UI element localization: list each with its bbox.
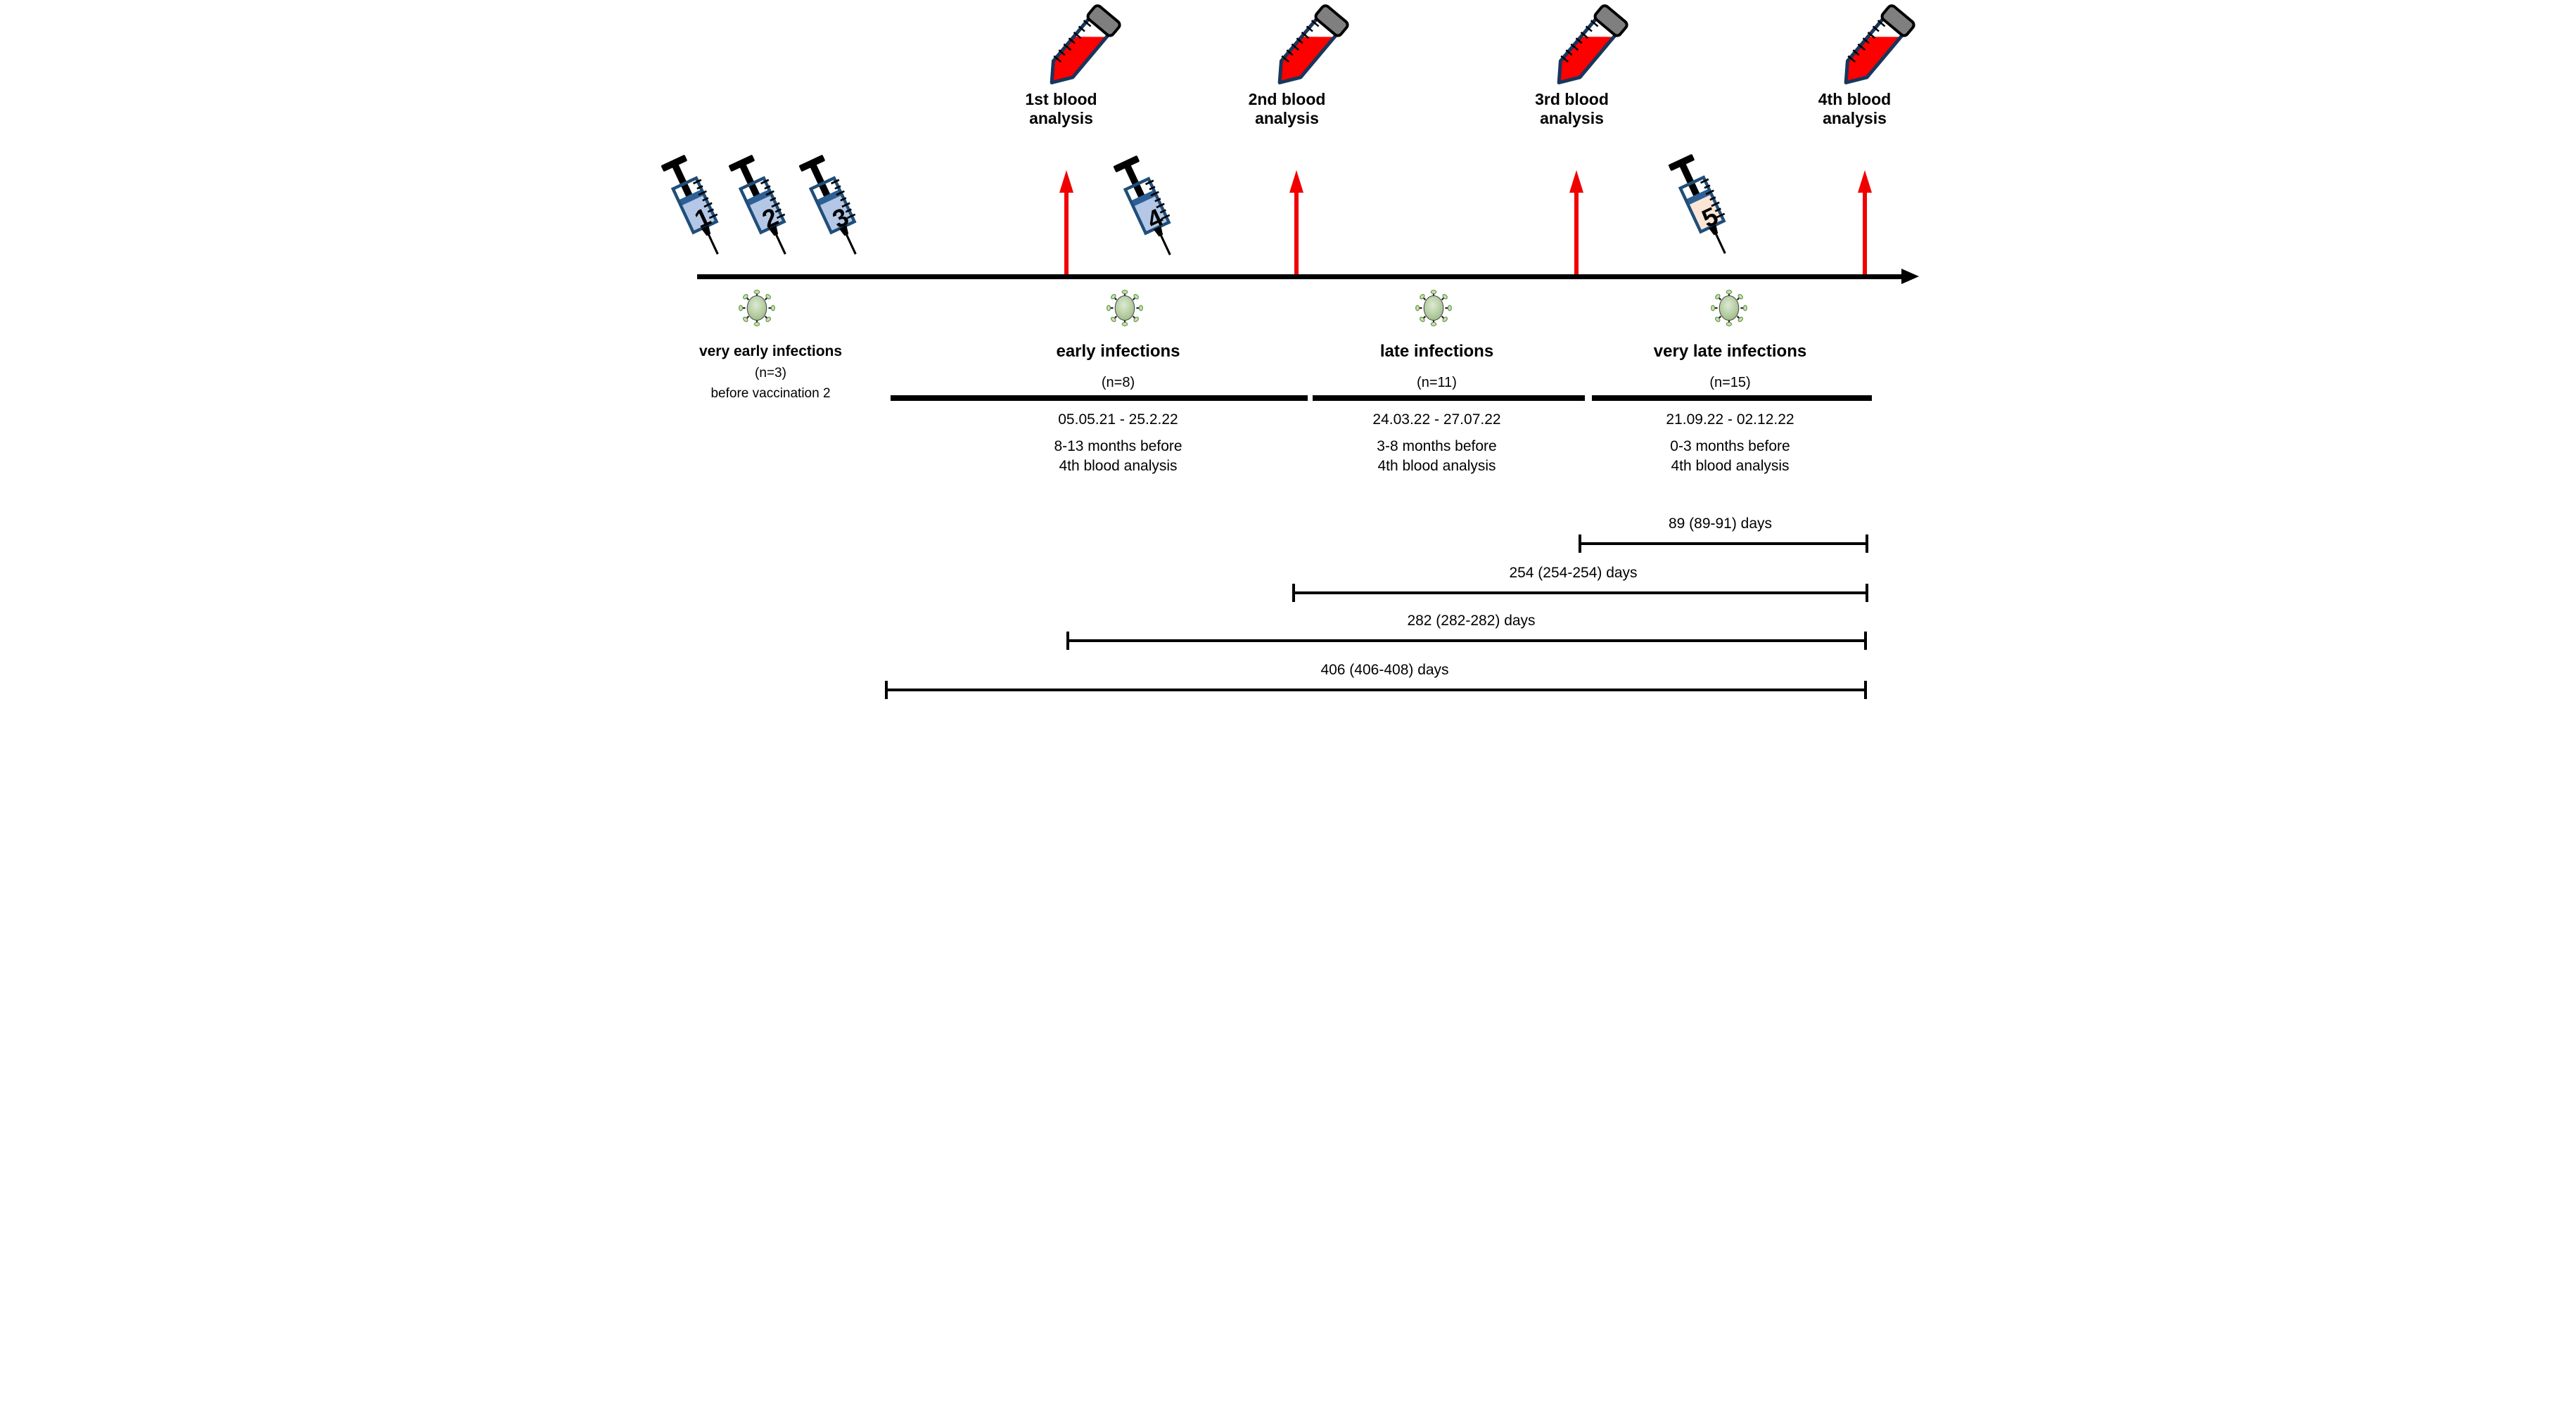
infection-group-name: early infections <box>1056 342 1180 361</box>
label-line: 4th blood <box>1818 90 1892 108</box>
infection-timing-line: 0-3 months before <box>1670 438 1790 454</box>
infection-group-note: before vaccination 2 <box>710 386 831 401</box>
label-line: 2nd blood <box>1248 90 1326 108</box>
blood-tube-icon <box>1265 4 1349 94</box>
blood-draw-arrow-icon <box>1288 170 1305 277</box>
duration-bar <box>884 681 1867 699</box>
infection-timing-line: 4th blood analysis <box>1377 458 1496 474</box>
label-line: 3rd blood <box>1535 90 1609 108</box>
label-line: analysis <box>1823 109 1887 127</box>
virus-icon <box>1105 289 1144 327</box>
blood-tube-icon <box>1832 4 1915 94</box>
duration-bar <box>1292 584 1868 602</box>
infection-group-n: (n=3) <box>755 366 786 380</box>
label-line: 1st blood <box>1025 90 1097 108</box>
syringe-icon: 5 <box>1665 149 1748 267</box>
duration-bar <box>1066 632 1867 650</box>
infection-group-name: very late infections <box>1653 342 1807 361</box>
duration-label: 282 (282-282) days <box>1407 613 1536 629</box>
blood-analysis-label: 4th blood analysis <box>1749 90 1932 128</box>
blood-draw-arrow-icon <box>1058 170 1075 277</box>
blood-analysis-label: 3rd blood analysis <box>1467 90 1678 128</box>
infection-timing-line: 4th blood analysis <box>1671 458 1790 474</box>
infection-timing-line: 4th blood analysis <box>1059 458 1178 474</box>
infection-group-n: (n=11) <box>1417 375 1457 390</box>
infection-group-n: (n=15) <box>1709 375 1751 390</box>
infection-group-name: late infections <box>1379 342 1494 361</box>
blood-analysis-label: 1st blood analysis <box>956 90 1167 128</box>
infection-timing-line: 8-13 months before <box>1054 438 1182 454</box>
infection-date-range: 05.05.21 - 25.2.22 <box>1058 411 1178 428</box>
blood-draw-arrow-icon <box>1568 170 1585 277</box>
label-line: analysis <box>1540 109 1604 127</box>
group-range-bar <box>1591 395 1872 401</box>
virus-icon <box>737 289 776 327</box>
syringe-icon: 3 <box>796 150 879 267</box>
blood-analysis-label: 2nd blood analysis <box>1182 90 1393 128</box>
virus-icon <box>1709 289 1748 327</box>
syringe-icon: 1 <box>658 150 741 267</box>
duration-label: 89 (89-91) days <box>1668 516 1773 532</box>
duration-label: 406 (406-408) days <box>1320 662 1449 678</box>
infection-timing-line: 3-8 months before <box>1377 438 1497 454</box>
infection-group-n: (n=8) <box>1101 375 1135 390</box>
blood-draw-arrow-icon <box>1856 170 1873 277</box>
infection-date-range: 24.03.22 - 27.07.22 <box>1372 411 1501 428</box>
syringe-icon: 4 <box>1110 151 1193 268</box>
label-line: analysis <box>1255 109 1319 127</box>
blood-tube-icon <box>1545 4 1628 94</box>
group-range-bar <box>1312 395 1585 401</box>
label-line: analysis <box>1029 109 1093 127</box>
timeline-axis <box>696 274 1903 279</box>
infection-date-range: 21.09.22 - 02.12.22 <box>1666 411 1794 428</box>
vaccination-infection-timeline-figure: 1st blood analysis 2nd blood analysis 3r… <box>644 0 1932 708</box>
syringe-icon: 2 <box>725 150 808 267</box>
infection-group-name: very early infections <box>699 343 843 359</box>
blood-tube-icon <box>1038 4 1121 94</box>
duration-bar <box>1578 534 1868 553</box>
duration-label: 254 (254-254) days <box>1509 565 1638 581</box>
group-range-bar <box>890 395 1308 401</box>
virus-icon <box>1414 289 1453 327</box>
timeline-arrowhead-icon <box>1901 269 1919 284</box>
